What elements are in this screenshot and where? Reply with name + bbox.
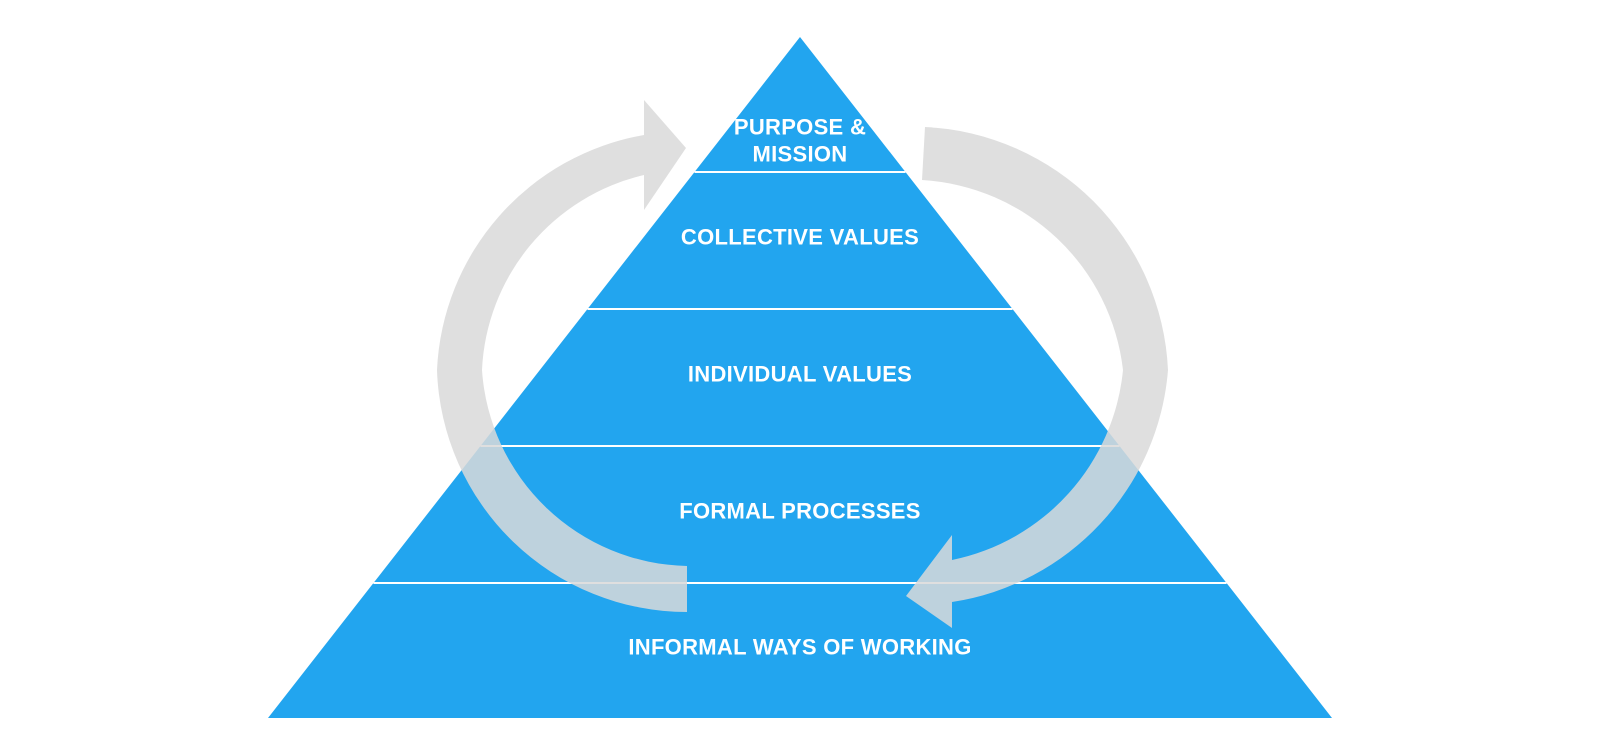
- pyramid-tier-1: [694, 37, 906, 172]
- tier-label-1-line-2: MISSION: [753, 142, 848, 167]
- cycle-arrows: [437, 100, 1168, 628]
- pyramid-tier-2: [587, 172, 1013, 309]
- pyramid-tier-3: [480, 309, 1120, 446]
- tier-label-4-line-1: FORMAL PROCESSES: [679, 499, 921, 524]
- tier-label-1-line-1: PURPOSE &: [734, 115, 866, 140]
- left-cycle-arrow: [437, 100, 687, 612]
- pyramid-tier-5: [268, 583, 1332, 718]
- right-cycle-arrow: [906, 127, 1168, 628]
- pyramid-tiers: [268, 37, 1332, 718]
- tier-label-5-line-1: INFORMAL WAYS OF WORKING: [628, 635, 971, 660]
- tier-labels: PURPOSE &MISSION COLLECTIVE VALUES INDIVID…: [628, 115, 971, 660]
- tier-label-2-line-1: COLLECTIVE VALUES: [681, 225, 919, 250]
- tier-label-3-line-1: INDIVIDUAL VALUES: [688, 362, 912, 387]
